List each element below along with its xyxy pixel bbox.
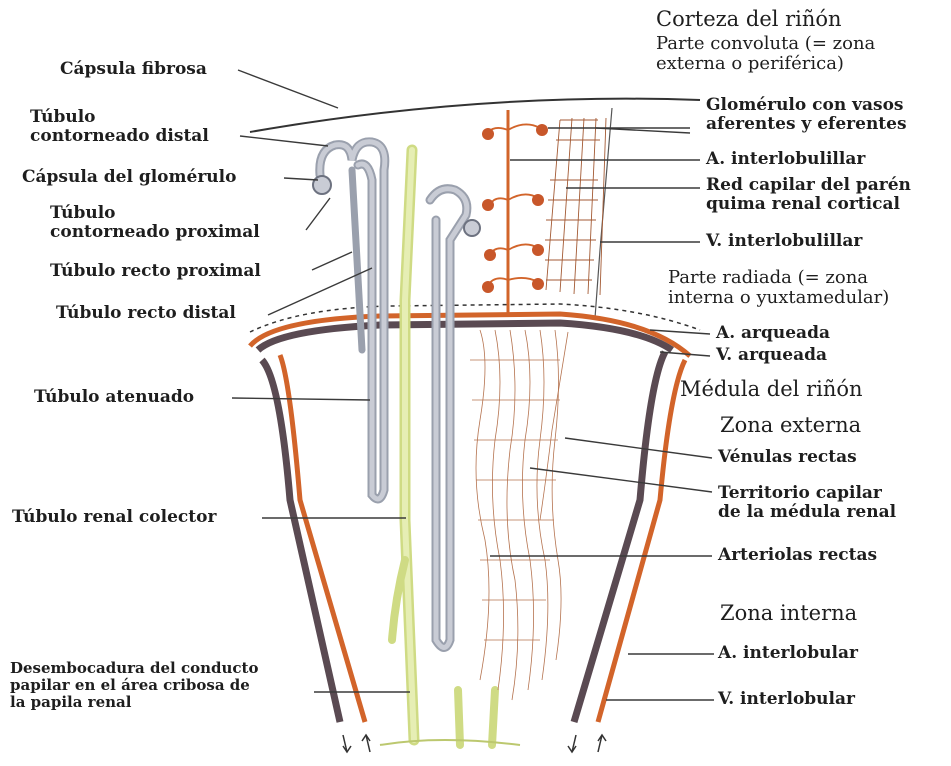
section-cortex: Corteza del riñón [656,8,842,31]
label-glomerular-capsule: Cápsula del glomérulo [22,168,236,187]
label-collecting-duct: Túbulo renal colector [12,508,216,527]
interlobular-artery-left [280,355,365,722]
label-arcuate-artery: A. arqueada [716,324,830,343]
label-cortical-capillary-network: Red capilar del parén quima renal cortic… [706,176,911,214]
label-arteriolae-rectae: Arteriolas rectas [718,546,877,565]
interlobular-vein-left [262,360,340,722]
section-outer-zone: Zona externa [720,414,861,437]
label-fibrous-capsule: Cápsula fibrosa [60,60,207,79]
label-proximal-straight-tubule: Túbulo recto proximal [50,262,261,281]
arcuate-vein [258,323,672,350]
fibrous-capsule [250,99,700,132]
label-venulae-rectae: Vénulas rectas [718,448,857,467]
section-inner-zone: Zona interna [720,602,857,625]
section-medulla: Médula del riñón [680,378,863,401]
section-radiate-part: Parte radiada (= zona interna o yuxtamed… [668,268,889,308]
label-glomerulus-vessels: Glomérulo con vasos aferentes y eferente… [706,96,907,134]
label-thin-limb: Túbulo atenuado [34,388,194,407]
label-interlobular-vein-cortex: V. interlobulillar [706,232,862,251]
label-interlobular-vein: V. interlobular [718,690,855,709]
flow-arrows [343,735,606,752]
label-medullary-capillary-territory: Territorio capilar de la médula renal [718,484,896,522]
label-interlobular-artery-cortex: A. interlobulillar [706,150,865,169]
label-interlobular-artery: A. interlobular [718,644,858,663]
label-distal-convoluted-tubule: Túbulo contorneado distal [30,108,209,146]
cortical-capillary-network [545,118,606,295]
interlobular-artery-cortex [482,110,548,316]
label-papillary-duct-opening: Desembocadura del conducto papilar en el… [10,660,258,711]
cortex-edge-right [595,108,612,318]
leader-lines [232,70,714,700]
label-arcuate-vein: V. arqueada [716,346,827,365]
label-distal-straight-tubule: Túbulo recto distal [56,304,236,323]
arcuate-artery [250,314,690,356]
medullary-capillaries [470,330,568,700]
section-convoluted-part: Parte convoluta (= zona externa o perifé… [656,34,875,74]
interlobular-artery-right [598,360,685,722]
nephron-middle [430,189,480,648]
label-proximal-convoluted-tubule: Túbulo contorneado proximal [50,204,260,242]
